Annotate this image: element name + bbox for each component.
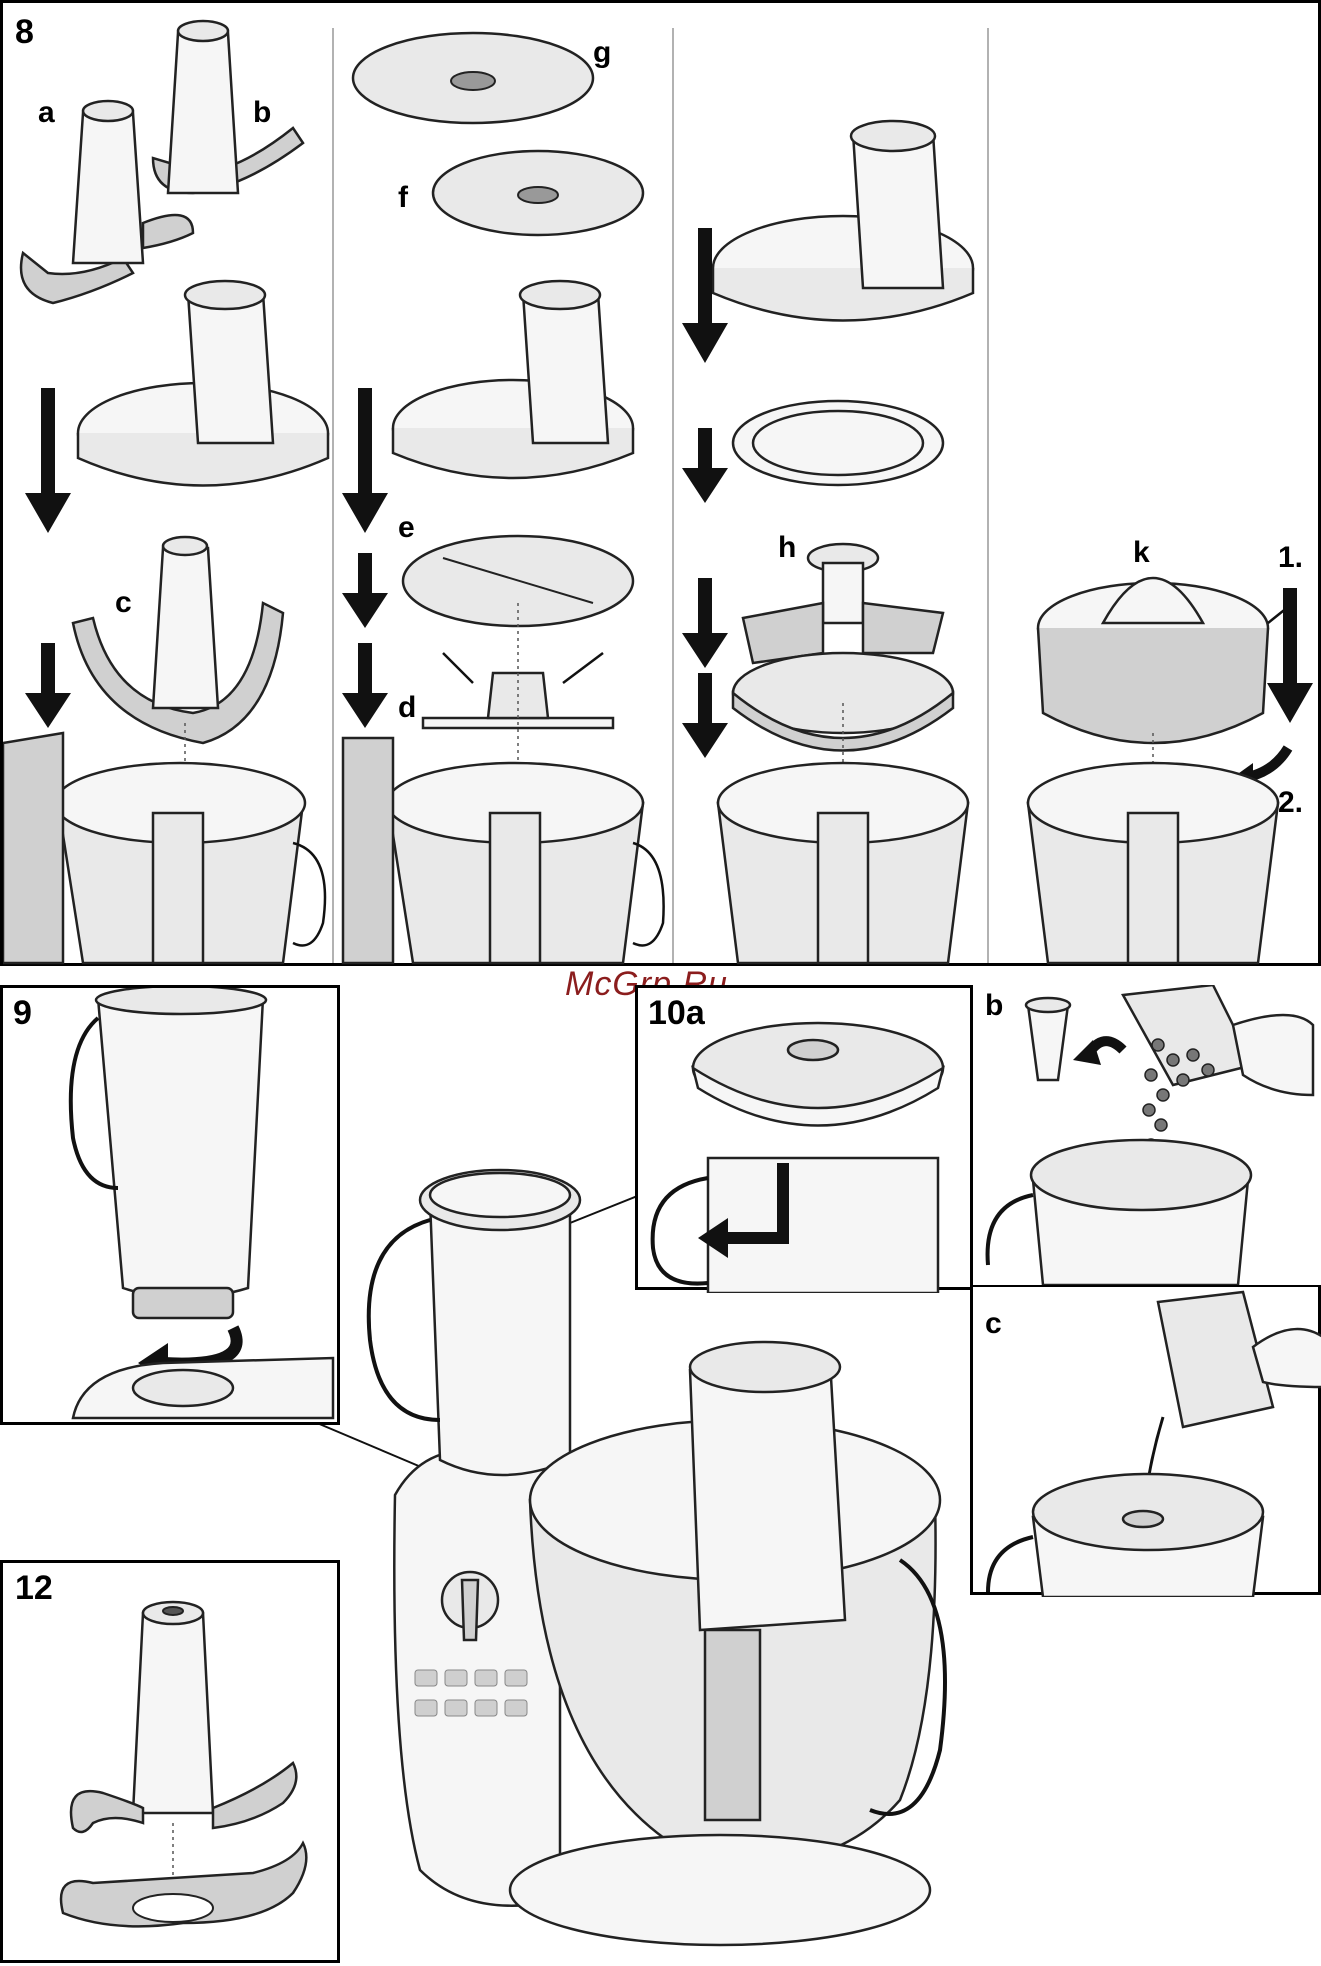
adding-ingredients-illustration xyxy=(973,985,1321,1285)
down-arrow-step-1 xyxy=(1267,588,1313,723)
processor-bowl xyxy=(718,763,968,963)
down-arrow xyxy=(25,643,71,728)
sealing-ring xyxy=(733,401,943,485)
figure-number-9: 9 xyxy=(13,996,32,1030)
lid-with-chute xyxy=(393,281,633,478)
figure-number-8: 8 xyxy=(15,15,34,49)
label-g: g xyxy=(593,38,611,68)
figure-8-illustration xyxy=(3,3,1321,969)
label-c: c xyxy=(115,588,132,618)
down-arrow xyxy=(342,388,388,533)
step-2-label: 2. xyxy=(1278,788,1303,818)
knife-blade-a xyxy=(21,101,193,303)
label-h: h xyxy=(778,533,796,563)
figure-number-10a: 10a xyxy=(648,996,705,1030)
label-e: e xyxy=(398,513,415,543)
down-arrow xyxy=(682,578,728,668)
label-10c: c xyxy=(985,1309,1002,1339)
label-10b: b xyxy=(985,991,1003,1021)
figure-10b-panel: b xyxy=(970,985,1320,1285)
down-arrow xyxy=(682,673,728,758)
citrus-press-k xyxy=(1038,578,1293,743)
label-b: b xyxy=(253,98,271,128)
down-arrow xyxy=(342,643,388,728)
knife-blade-b xyxy=(153,21,303,193)
processor-bowl xyxy=(3,733,325,963)
label-k: k xyxy=(1133,538,1150,568)
slicing-disc-f xyxy=(433,151,643,235)
lid-with-chute xyxy=(78,281,328,486)
down-arrow xyxy=(342,553,388,628)
blender-attach-illustration xyxy=(3,988,343,1428)
figure-8-panel: 8 a b c g f e d h k 1. 2. xyxy=(0,0,1321,966)
figure-number-12: 12 xyxy=(15,1571,53,1605)
lid-with-chute xyxy=(713,121,973,321)
step-1-label: 1. xyxy=(1278,543,1303,573)
pouring-liquid-illustration xyxy=(973,1287,1321,1597)
figure-10a-panel: 10a xyxy=(635,985,975,1290)
grating-disc-g xyxy=(353,33,593,123)
processor-bowl xyxy=(1028,763,1278,963)
figure-10c-panel: c xyxy=(970,1285,1321,1595)
processor-bowl xyxy=(343,738,664,963)
whisk-disc-c xyxy=(73,537,283,743)
down-arrow xyxy=(25,388,71,533)
label-f: f xyxy=(398,183,408,213)
blender-lid-illustration xyxy=(638,988,978,1293)
dough-hook-illustration xyxy=(3,1563,343,1966)
down-arrow xyxy=(682,428,728,503)
label-d: d xyxy=(398,693,416,723)
figure-9-panel: 9 xyxy=(0,985,340,1425)
label-a: a xyxy=(38,98,55,128)
figure-12-panel: 12 xyxy=(0,1560,340,1963)
